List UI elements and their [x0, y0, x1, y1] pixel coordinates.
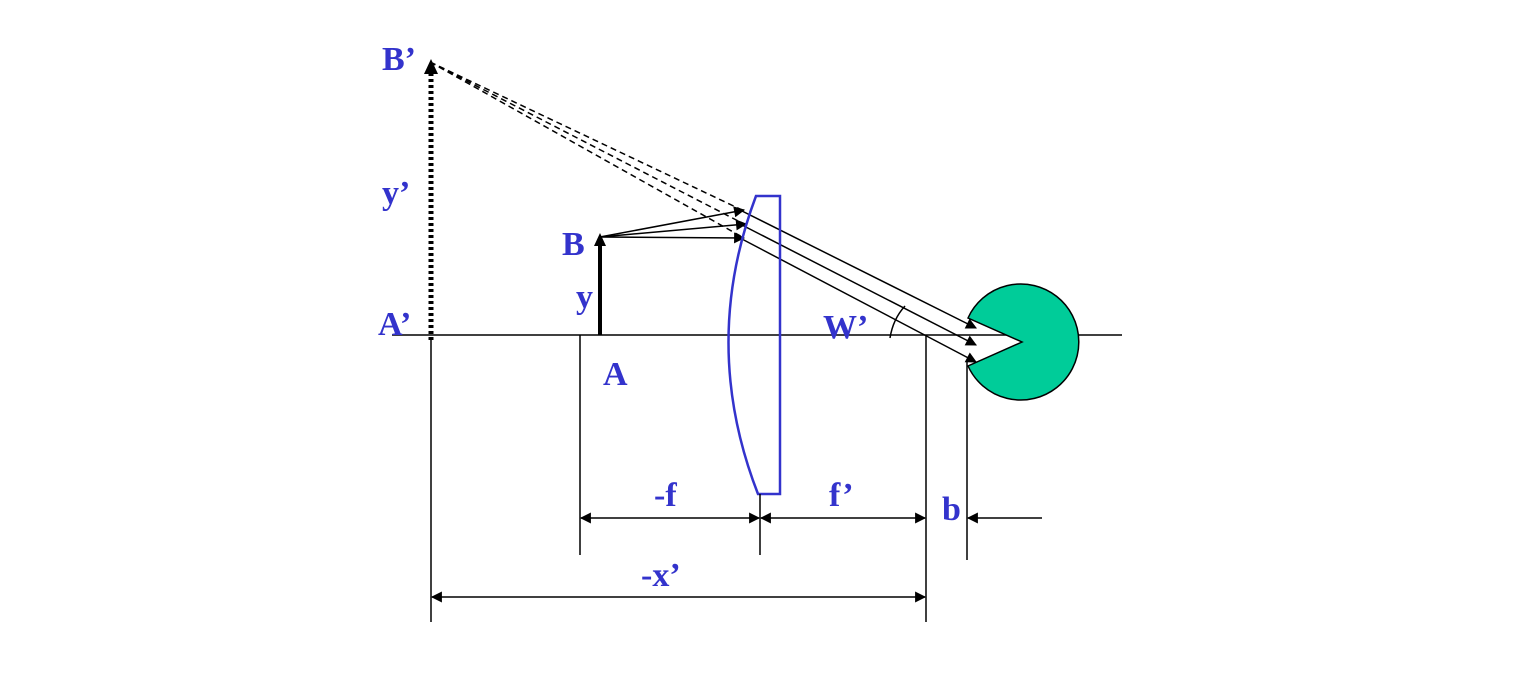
object-arrowhead [594, 233, 606, 246]
label-f-prime: f’ [829, 477, 854, 514]
label-a-prime: A’ [378, 306, 411, 343]
label-y: y [576, 279, 593, 316]
label-w-prime: W’ [823, 309, 868, 346]
ray-b-middle [599, 219, 748, 238]
label-minus-x-prime: -x’ [641, 557, 681, 594]
label-b-small: b [942, 491, 961, 528]
eye [967, 283, 1080, 401]
lens [727, 194, 782, 496]
label-b: B [562, 226, 585, 263]
virtual-image-arrowhead [424, 59, 438, 74]
ray-extension-1 [429, 61, 743, 211]
angle-arc [889, 305, 906, 339]
ray-extension-3 [429, 61, 745, 239]
label-minus-f: -f [654, 477, 677, 514]
ray-b-lower [599, 232, 746, 244]
label-b-prime: B’ [382, 41, 416, 78]
label-y-prime: y’ [382, 175, 410, 212]
ray-extension-2 [429, 61, 745, 225]
ray-b-upper [599, 206, 746, 238]
label-a: A [603, 356, 628, 393]
